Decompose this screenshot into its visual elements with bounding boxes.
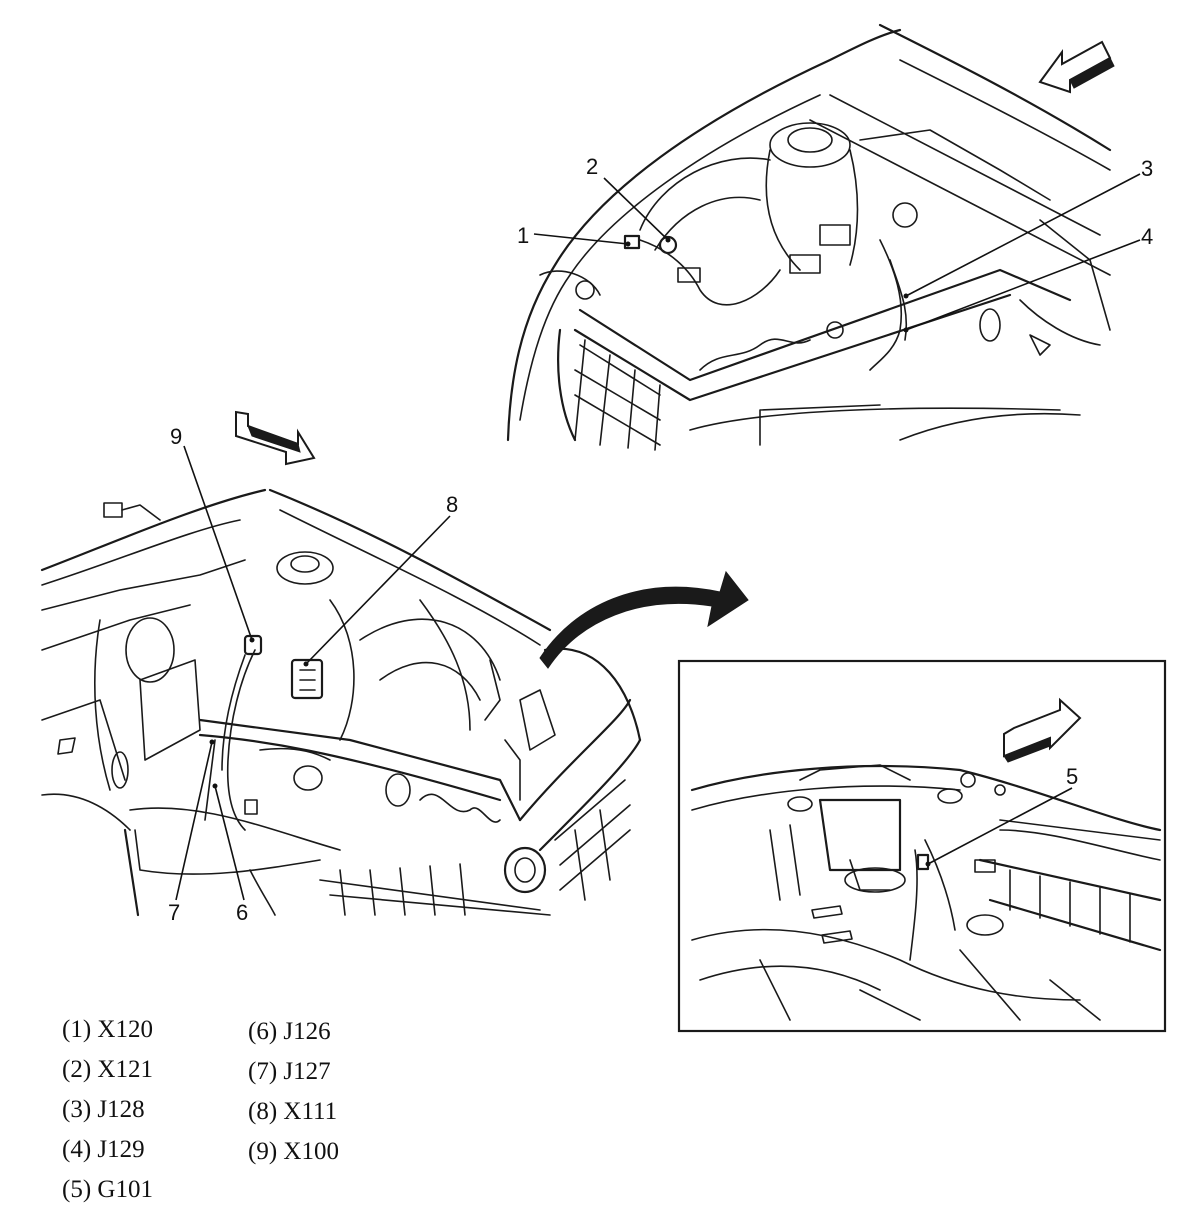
- direction-arrow-icon: [235, 410, 316, 466]
- legend-item-1: (1) X120: [62, 1016, 153, 1043]
- callout-8: 8: [446, 492, 458, 517]
- legend-item-5: (5) G101: [62, 1176, 153, 1203]
- side-view-grille: [319, 698, 642, 916]
- callout-4: 4: [1141, 224, 1153, 249]
- callout-2: 2: [586, 154, 598, 179]
- legend-item-9: (9) X100: [248, 1138, 339, 1165]
- legend-column-left: (1) X120 (2) X121 (3) J128 (4) J129 (5) …: [62, 1010, 153, 1210]
- inset-view: [677, 659, 1167, 1033]
- legend-item-8: (8) X111: [248, 1098, 338, 1125]
- legend: (1) X120 (2) X121 (3) J128 (4) J129 (5) …: [62, 1010, 462, 1210]
- legend-column-right: (6) J126 (7) J127 (8) X111 (9) X100: [248, 1012, 339, 1172]
- callout-6: 6: [236, 900, 248, 925]
- top-view-grille: [557, 328, 661, 451]
- top-view: [506, 23, 1112, 451]
- flow-arrow-icon: [539, 570, 749, 669]
- leader-lines: [175, 173, 1141, 901]
- legend-item-2: (2) X121: [62, 1056, 153, 1083]
- legend-item-6: (6) J126: [248, 1018, 331, 1045]
- direction-arrow-icon: [1003, 697, 1082, 763]
- callout-5: 5: [1066, 764, 1078, 789]
- callout-7: 7: [168, 900, 180, 925]
- direction-arrow-icon: [1038, 40, 1115, 94]
- side-view: [40, 488, 642, 917]
- legend-item-3: (3) J128: [62, 1096, 145, 1123]
- callout-9: 9: [170, 424, 182, 449]
- callout-3: 3: [1141, 156, 1153, 181]
- callout-1: 1: [517, 223, 529, 248]
- legend-item-7: (7) J127: [248, 1058, 331, 1085]
- legend-item-4: (4) J129: [62, 1136, 145, 1163]
